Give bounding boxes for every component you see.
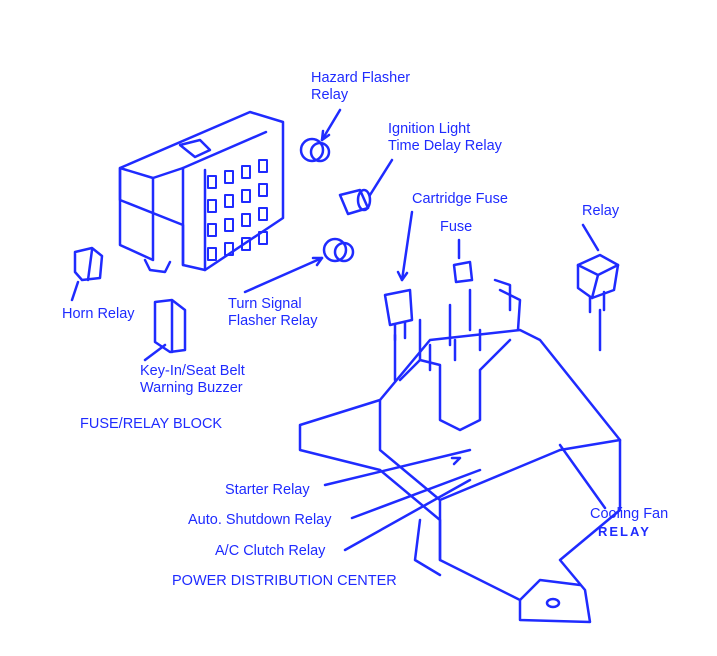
relay-drawing bbox=[576, 223, 620, 314]
label-ac-clutch-relay: A/C Clutch Relay bbox=[215, 543, 326, 559]
label-auto-shutdown-relay: Auto. Shutdown Relay bbox=[188, 512, 332, 528]
label-fuse: Fuse bbox=[440, 219, 473, 235]
fuse-relay-block-drawing bbox=[118, 110, 285, 274]
cooling-fan-relay-leader bbox=[558, 443, 607, 510]
horn-relay-drawing bbox=[70, 246, 104, 302]
cartridge-fuse-drawing bbox=[383, 210, 414, 342]
label-horn-relay: Horn Relay bbox=[62, 306, 135, 322]
turn-signal-relay-drawing bbox=[243, 237, 355, 294]
ignition-light-relay-drawing bbox=[338, 158, 394, 216]
hazard-flasher-relay-drawing bbox=[299, 108, 342, 163]
buzzer-drawing bbox=[143, 298, 187, 362]
fuse-grid bbox=[207, 159, 268, 261]
power-distribution-center-drawing bbox=[298, 278, 622, 624]
label-starter-relay: Starter Relay bbox=[225, 482, 310, 498]
label-relay: Relay bbox=[582, 203, 620, 219]
starter-relay-leader bbox=[323, 448, 472, 487]
fuse-drawing bbox=[452, 238, 474, 284]
ac-clutch-relay-leader bbox=[343, 478, 472, 552]
label-cartridge-fuse: Cartridge Fuse bbox=[412, 191, 508, 207]
auto-shutdown-relay-leader bbox=[350, 468, 482, 520]
label-fuse-relay-block: FUSE/RELAY BLOCK bbox=[80, 416, 223, 432]
label-power-distribution-center: POWER DISTRIBUTION CENTER bbox=[172, 573, 397, 589]
